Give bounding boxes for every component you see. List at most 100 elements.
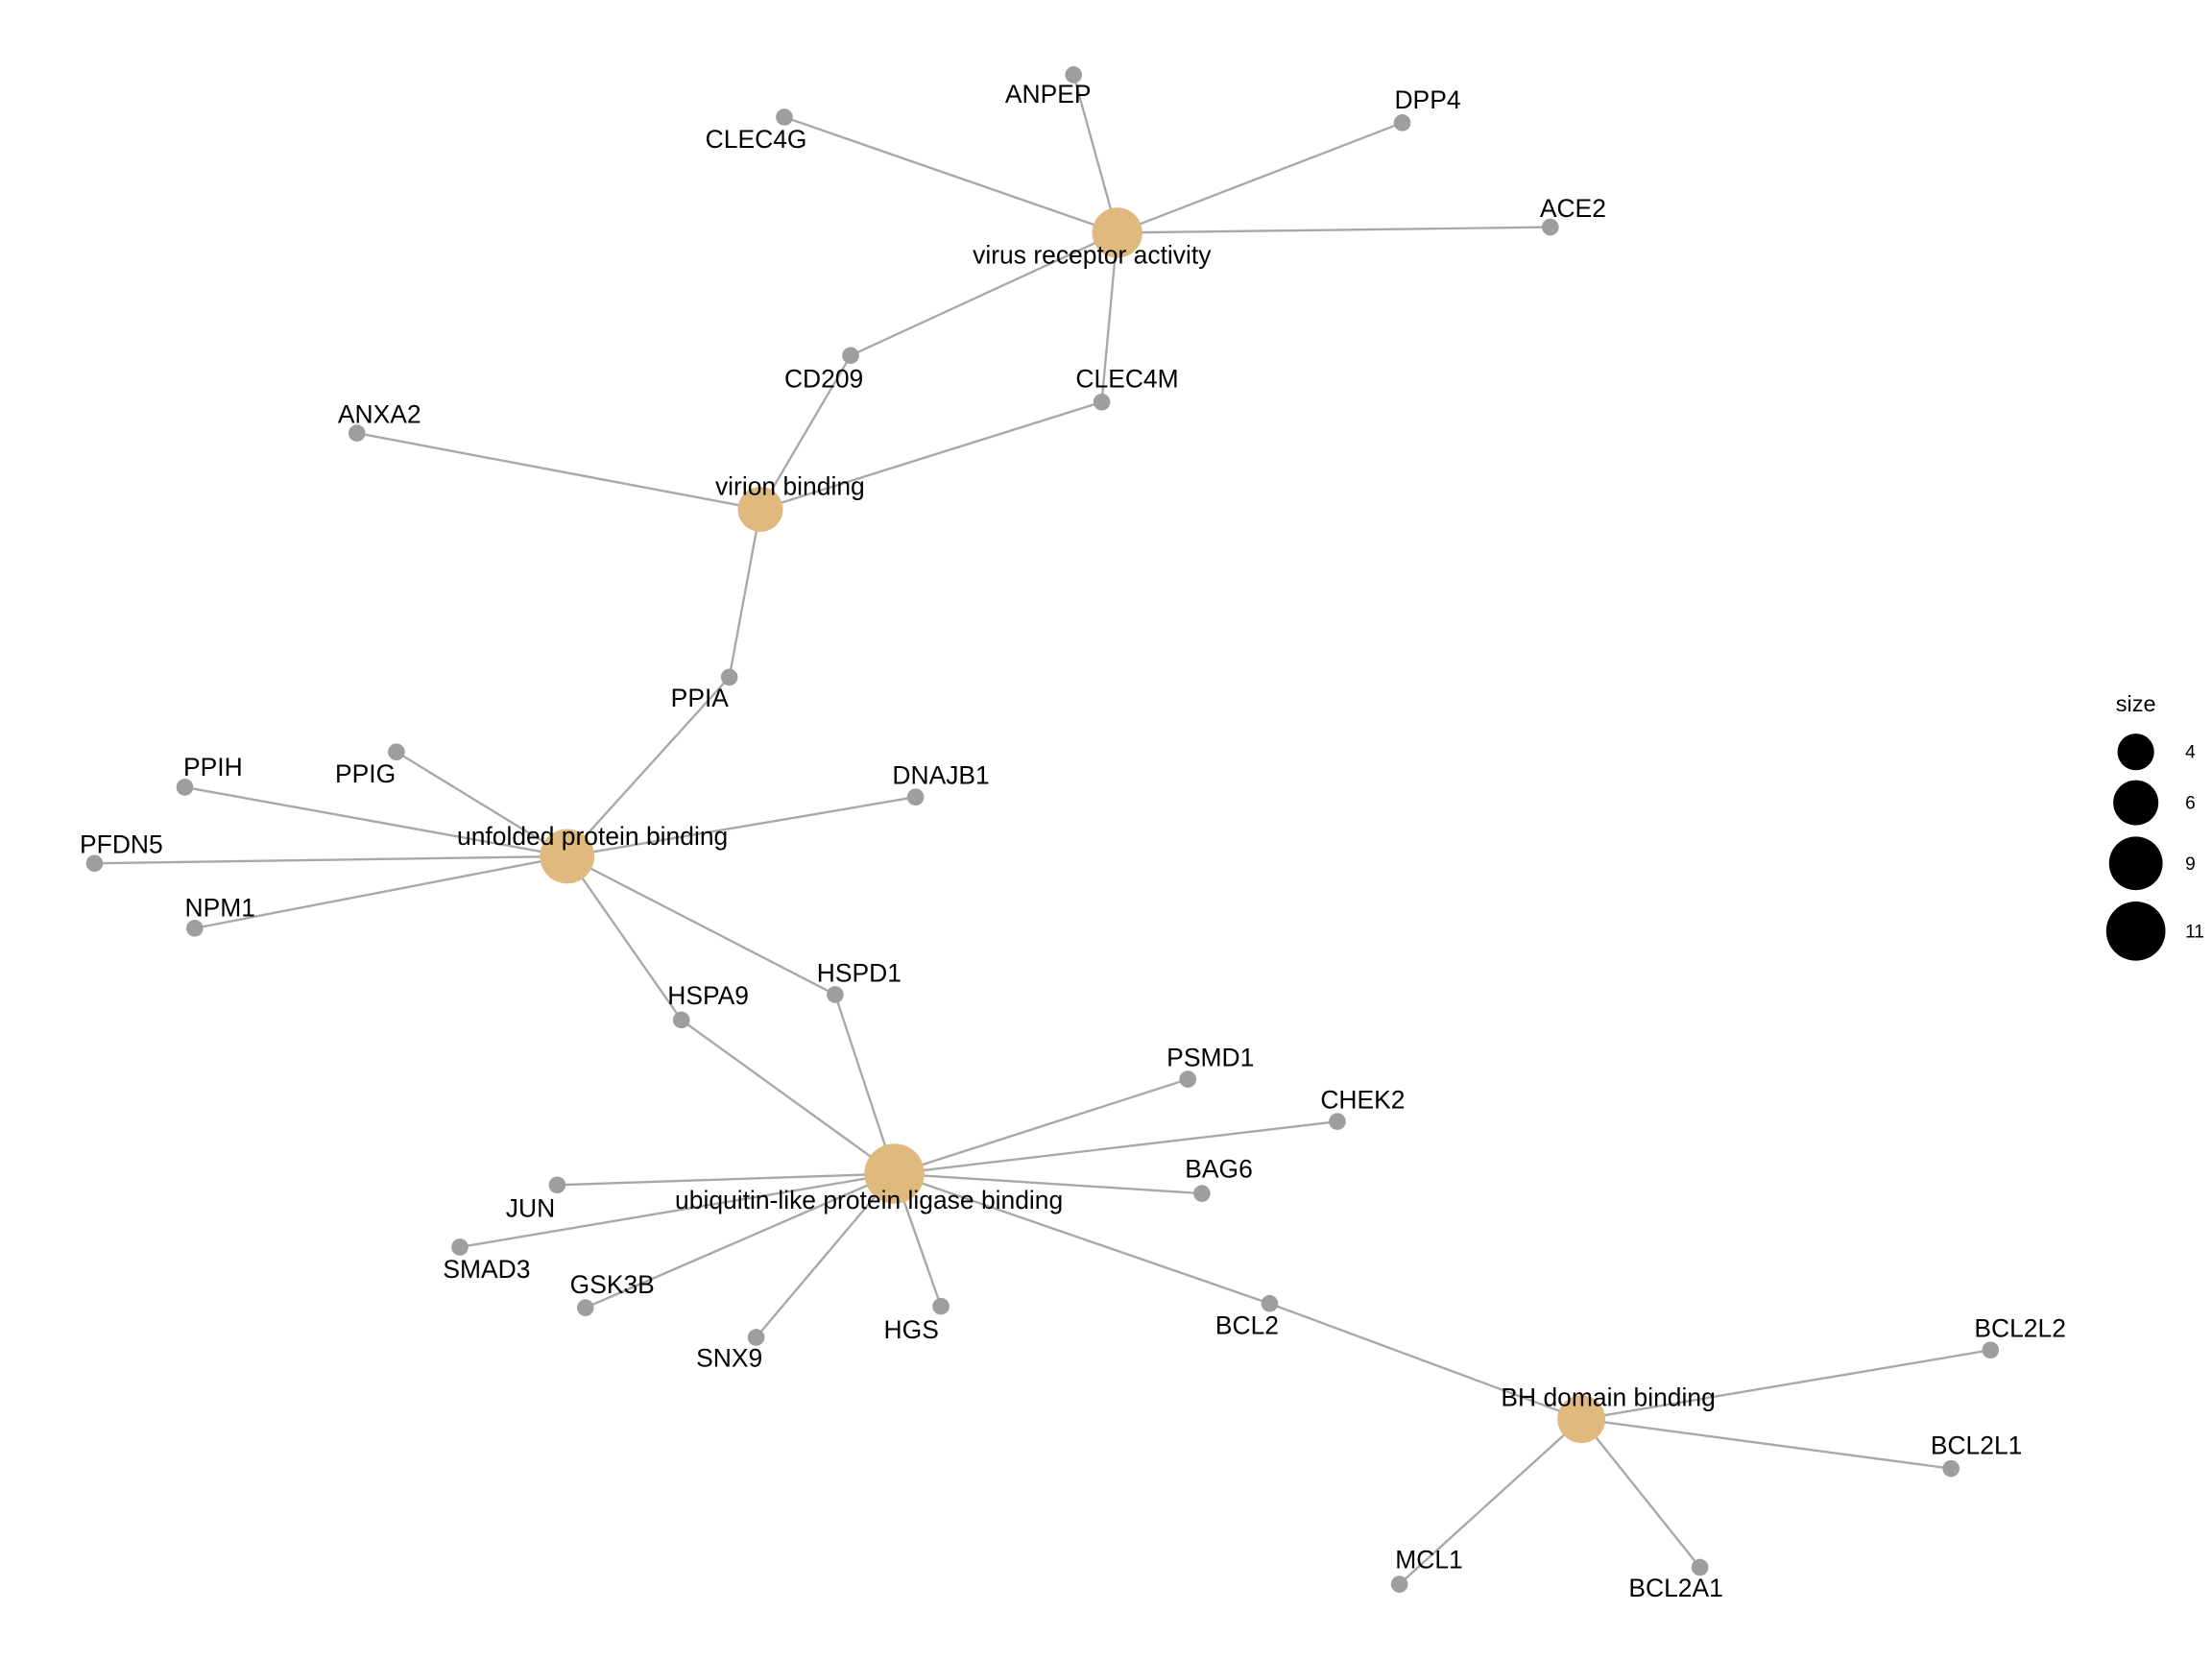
gene-label-smad3: SMAD3 xyxy=(443,1255,530,1284)
gene-node-bcl2 xyxy=(1261,1294,1279,1312)
gene-node-ace2 xyxy=(1542,218,1559,236)
gene-label-ppih: PPIH xyxy=(183,753,243,781)
gene-label-clec4m: CLEC4M xyxy=(1075,365,1178,394)
category-node-unfolded-protein-binding xyxy=(540,829,595,884)
edge-ubiquitin-like-protein-ligase-binding-bcl2 xyxy=(894,1172,1270,1305)
gene-label-anpep: ANPEP xyxy=(1005,80,1092,108)
gene-node-dnajb1 xyxy=(906,788,925,806)
gene-node-clec4g xyxy=(776,108,793,126)
category-node-ubiquitin-like-protein-ligase-binding xyxy=(864,1143,925,1204)
category-node-virus-receptor-activity xyxy=(1092,207,1142,258)
edge-virus-receptor-activity-clec4m xyxy=(1100,232,1118,402)
legend-circle-11 xyxy=(2105,901,2166,961)
edge-ubiquitin-like-protein-ligase-binding-gsk3b xyxy=(585,1172,896,1310)
edge-unfolded-protein-binding-ppig xyxy=(396,751,568,857)
gene-label-bag6: BAG6 xyxy=(1185,1155,1253,1184)
legend-circle-4 xyxy=(2117,733,2154,771)
edge-ubiquitin-like-protein-ligase-binding-bag6 xyxy=(894,1172,1202,1195)
gene-label-bcl2: BCL2 xyxy=(1215,1311,1279,1340)
gene-label-bcl2a1: BCL2A1 xyxy=(1628,1574,1722,1602)
edge-virus-receptor-activity-clec4g xyxy=(783,115,1118,234)
gene-node-anpep xyxy=(1065,66,1083,84)
gene-node-npm1 xyxy=(185,920,204,937)
gene-node-ppih xyxy=(176,779,194,796)
gene-node-clec4m xyxy=(1093,393,1111,411)
edge-bh-domain-binding-bcl2l2 xyxy=(1580,1349,1991,1421)
gene-label-bcl2l1: BCL2L1 xyxy=(1931,1431,2023,1460)
edge-unfolded-protein-binding-hspa9 xyxy=(565,855,683,1022)
legend-label: 9 xyxy=(2185,854,2196,875)
edge-virion-binding-ppia xyxy=(728,509,762,678)
edge-bh-domain-binding-bcl2 xyxy=(1269,1302,1582,1421)
gene-label-mcl1: MCL1 xyxy=(1395,1546,1463,1575)
edge-ubiquitin-like-protein-ligase-binding-snx9 xyxy=(755,1172,896,1338)
edge-unfolded-protein-binding-dnajb1 xyxy=(566,796,916,858)
gene-node-ppia xyxy=(720,668,738,686)
gene-label-dnajb1: DNAJB1 xyxy=(892,761,989,790)
size-legend: size 4 6 9 11 xyxy=(2105,691,2204,961)
nodes-layer xyxy=(85,66,2000,1593)
category-label-virus-receptor-activity: virus receptor activity xyxy=(973,240,1212,269)
category-node-virion-binding xyxy=(737,486,783,532)
legend-label: 11 xyxy=(2185,922,2204,942)
gene-node-dpp4 xyxy=(1393,114,1411,132)
edge-ubiquitin-like-protein-ligase-binding-smad3 xyxy=(459,1172,895,1249)
gene-label-ppia: PPIA xyxy=(671,684,730,712)
gene-node-hspa9 xyxy=(672,1011,690,1029)
category-label-virion-binding: virion binding xyxy=(715,471,865,500)
edge-unfolded-protein-binding-hspd1 xyxy=(566,854,836,996)
category-label-bh-domain-binding: BH domain binding xyxy=(1501,1383,1715,1412)
gene-node-mcl1 xyxy=(1390,1575,1408,1593)
edges-layer xyxy=(94,74,1991,1585)
gene-node-smad3 xyxy=(451,1238,469,1256)
edge-ubiquitin-like-protein-ligase-binding-chek2 xyxy=(894,1119,1338,1175)
category-label-unfolded-protein-binding: unfolded protein binding xyxy=(457,822,728,851)
edge-ubiquitin-like-protein-ligase-binding-psmd1 xyxy=(894,1077,1189,1175)
legend-label: 6 xyxy=(2185,794,2196,814)
edge-virion-binding-clec4m xyxy=(759,400,1102,511)
gene-label-hspa9: HSPA9 xyxy=(667,981,749,1010)
legend-title: size xyxy=(2116,691,2156,716)
category-label-ubiquitin-like-protein-ligase-binding: ubiquitin-like protein ligase binding xyxy=(675,1186,1063,1214)
gene-label-snx9: SNX9 xyxy=(696,1343,762,1372)
edge-unfolded-protein-binding-npm1 xyxy=(194,854,567,930)
gene-node-cd209 xyxy=(842,347,859,365)
edge-virus-receptor-activity-ace2 xyxy=(1117,226,1551,234)
edge-bh-domain-binding-mcl1 xyxy=(1398,1418,1582,1585)
gene-label-anxa2: ANXA2 xyxy=(338,399,421,428)
gene-node-chek2 xyxy=(1329,1113,1346,1130)
gene-label-gsk3b: GSK3B xyxy=(570,1270,655,1299)
gene-node-bcl2l1 xyxy=(1942,1459,1960,1478)
edge-virus-receptor-activity-cd209 xyxy=(850,231,1118,357)
gene-label-ppig: PPIG xyxy=(335,759,396,788)
gene-node-pfdn5 xyxy=(85,854,104,873)
edge-ubiquitin-like-protein-ligase-binding-jun xyxy=(557,1172,895,1187)
gene-label-ace2: ACE2 xyxy=(1540,194,1606,223)
gene-node-bcl2l2 xyxy=(1982,1341,2000,1359)
gene-label-cd209: CD209 xyxy=(784,365,863,394)
gene-node-ppig xyxy=(388,743,405,760)
gene-node-bag6 xyxy=(1193,1185,1211,1202)
gene-label-psmd1: PSMD1 xyxy=(1166,1043,1254,1071)
gene-node-gsk3b xyxy=(576,1299,594,1316)
gene-label-pfdn5: PFDN5 xyxy=(80,830,163,859)
edge-unfolded-protein-binding-ppia xyxy=(565,676,731,857)
gene-node-snx9 xyxy=(747,1329,765,1346)
legend-circle-9 xyxy=(2108,836,2163,891)
edge-virus-receptor-activity-dpp4 xyxy=(1117,121,1403,234)
gene-label-hgs: HGS xyxy=(884,1315,939,1344)
gene-label-hspd1: HSPD1 xyxy=(817,958,902,987)
edge-ubiquitin-like-protein-ligase-binding-hspa9 xyxy=(681,1019,896,1175)
edge-bh-domain-binding-bcl2a1 xyxy=(1580,1418,1701,1569)
gene-node-psmd1 xyxy=(1179,1070,1197,1088)
gene-label-jun: JUN xyxy=(506,1194,555,1223)
edge-ubiquitin-like-protein-ligase-binding-hspd1 xyxy=(833,994,896,1174)
category-node-bh-domain-binding xyxy=(1557,1395,1606,1444)
gene-label-clec4g: CLEC4G xyxy=(706,125,807,154)
gene-label-npm1: NPM1 xyxy=(184,894,254,923)
gene-label-dpp4: DPP4 xyxy=(1394,85,1460,114)
edge-unfolded-protein-binding-pfdn5 xyxy=(94,854,567,865)
edge-unfolded-protein-binding-ppih xyxy=(184,785,567,858)
